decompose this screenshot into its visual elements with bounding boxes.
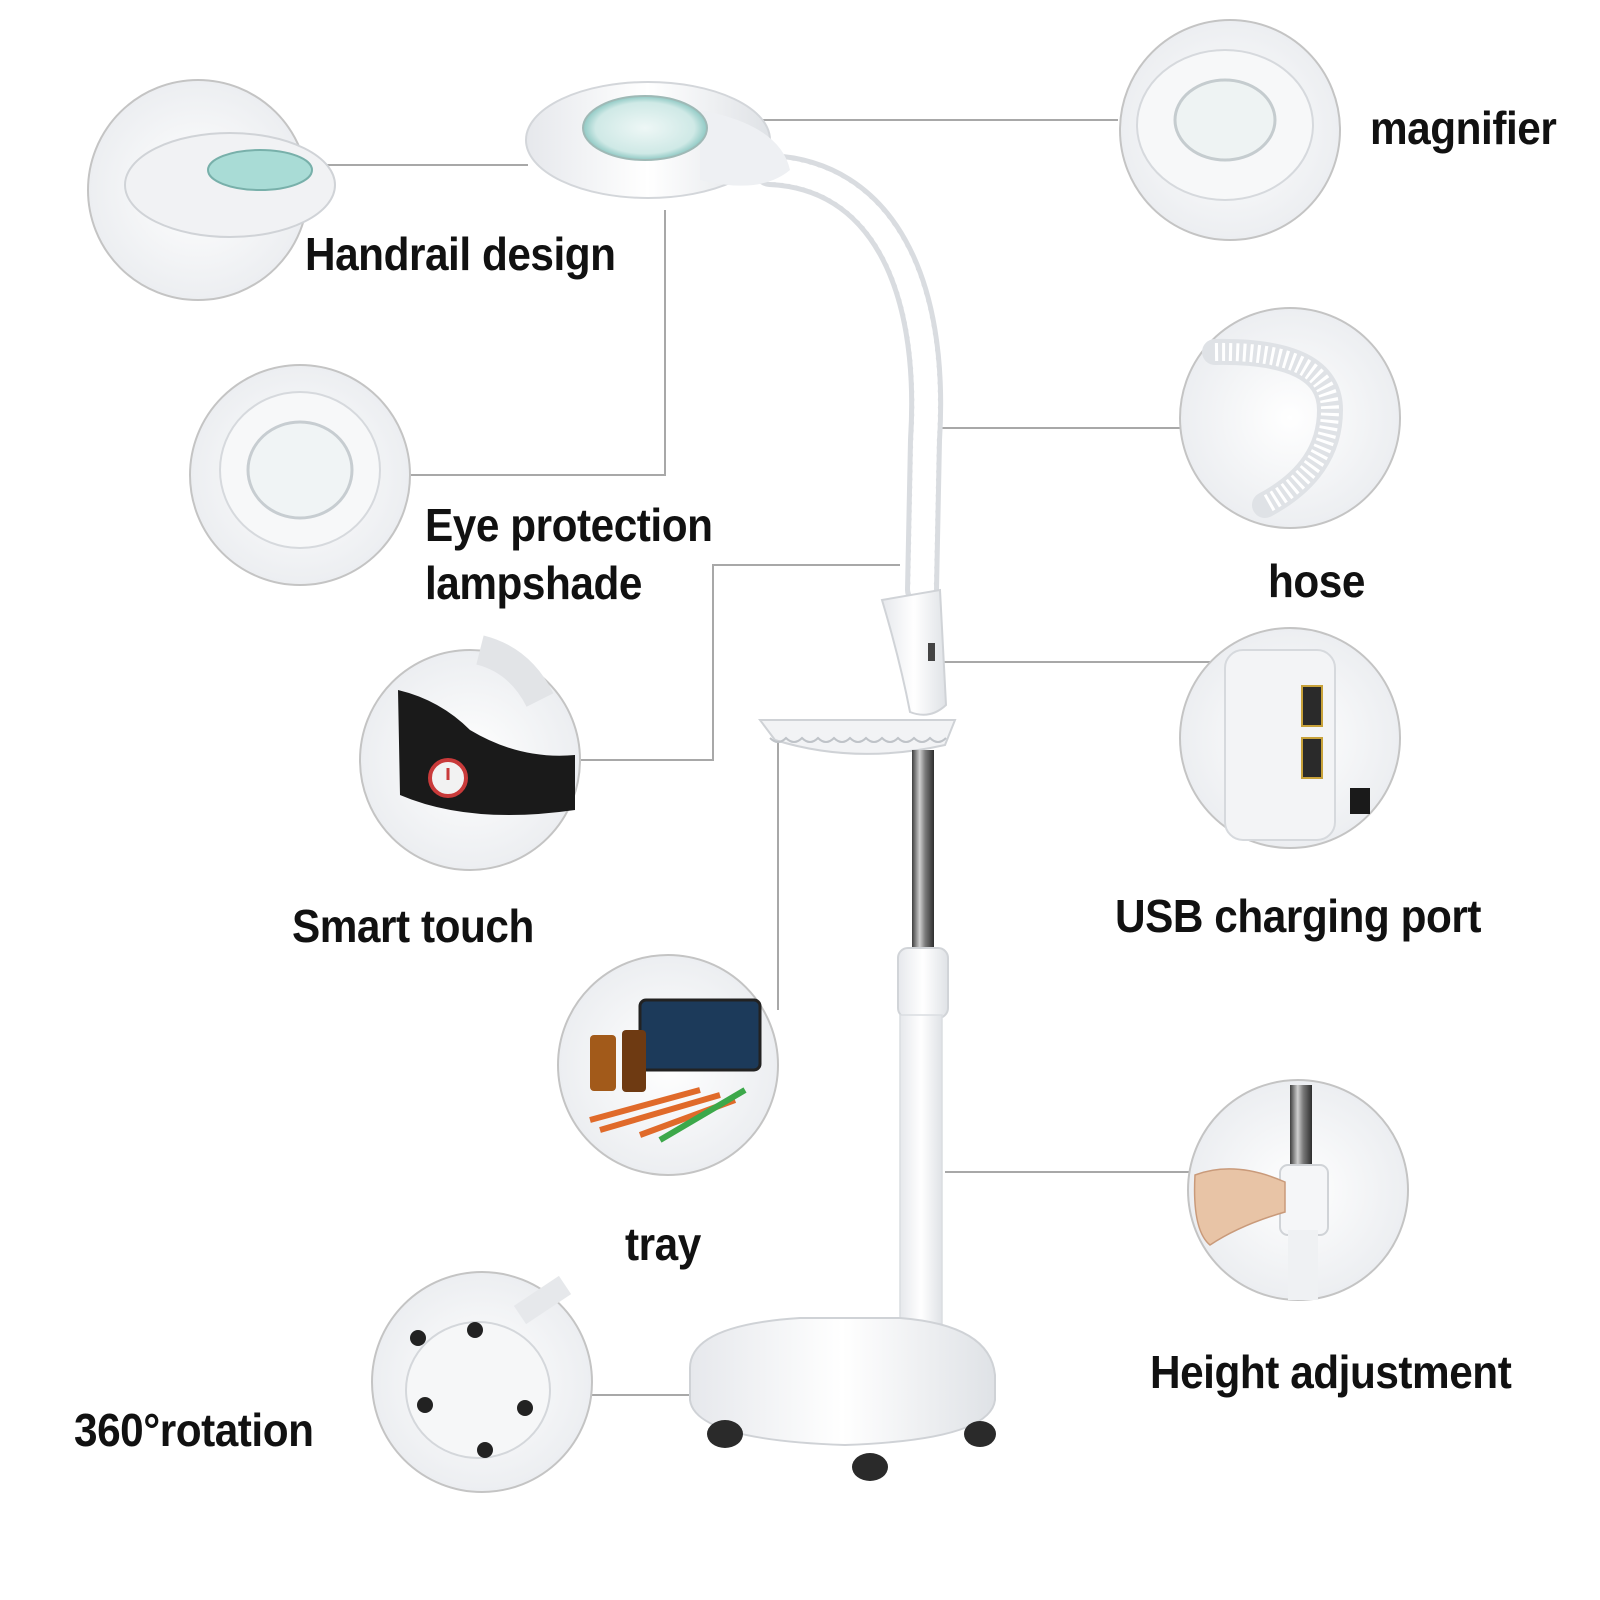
brushes-2 bbox=[658, 1087, 747, 1143]
wheel bbox=[410, 1330, 426, 1346]
leader-line-smart-touch bbox=[580, 564, 900, 761]
detail-circle-magnifier bbox=[1119, 19, 1341, 241]
wheel bbox=[852, 1453, 888, 1481]
label-eye-line-2: lampshade bbox=[425, 557, 642, 609]
power-jack bbox=[1350, 788, 1370, 814]
gooseneck-hose bbox=[753, 153, 944, 607]
label-tray: tray bbox=[625, 1218, 701, 1270]
usb-port bbox=[1301, 685, 1323, 727]
phone-on-tray bbox=[638, 998, 762, 1072]
height-clamp bbox=[897, 947, 949, 1019]
caster-wheels bbox=[707, 1420, 996, 1481]
lamp-base bbox=[689, 1317, 996, 1447]
detail-circle-360-rotation bbox=[371, 1271, 593, 1493]
label-smart-touch: Smart touch bbox=[292, 900, 534, 952]
tray bbox=[758, 719, 957, 755]
label-eye-protection-lampshade: Eye protection lampshade bbox=[425, 496, 713, 612]
leader-line-eye-protection bbox=[405, 210, 666, 476]
usb-port bbox=[1301, 737, 1323, 779]
detail-circle-tray bbox=[557, 954, 779, 1176]
chrome-pole bbox=[912, 750, 934, 950]
detail-circle-usb bbox=[1179, 627, 1401, 849]
detail-circle-height bbox=[1187, 1079, 1409, 1301]
hose-closeup-ridges bbox=[1214, 342, 1340, 513]
wheel bbox=[477, 1442, 493, 1458]
handrail-closeup-lens bbox=[207, 149, 313, 191]
wheel bbox=[517, 1400, 533, 1416]
label-handrail-design: Handrail design bbox=[305, 228, 616, 280]
lower-pole bbox=[899, 1014, 943, 1346]
underside-wheels bbox=[410, 1322, 533, 1458]
floor-lamp bbox=[525, 81, 996, 1481]
bottle-1 bbox=[590, 1035, 616, 1091]
gooseneck-hose-highlight bbox=[758, 158, 939, 602]
height-closeup-chrome bbox=[1290, 1085, 1312, 1175]
hose-closeup bbox=[475, 635, 554, 708]
bottle-2 bbox=[622, 1030, 646, 1092]
label-height-adjustment: Height adjustment bbox=[1150, 1346, 1512, 1398]
leader-lines bbox=[300, 119, 1210, 1396]
label-hose: hose bbox=[1268, 555, 1365, 607]
wheel bbox=[964, 1421, 996, 1447]
detail-circle-eye-protection bbox=[189, 364, 411, 586]
base-underside bbox=[405, 1321, 551, 1459]
pole-stub bbox=[513, 1275, 572, 1325]
label-360-rotation: 360°rotation bbox=[74, 1404, 314, 1456]
height-closeup-clamp bbox=[1279, 1164, 1329, 1236]
lampshade-closeup-lens bbox=[246, 420, 354, 520]
wheel bbox=[417, 1397, 433, 1413]
label-magnifier: magnifier bbox=[1370, 102, 1557, 154]
magnifier-lens bbox=[582, 95, 708, 161]
label-eye-line-1: Eye protection bbox=[425, 499, 713, 551]
wheel bbox=[707, 1420, 743, 1448]
detail-circle-smart-touch bbox=[359, 635, 581, 871]
detail-circle-handrail bbox=[87, 79, 336, 301]
lamp-head-tail bbox=[700, 110, 790, 186]
tray-scalloped-edge bbox=[769, 736, 947, 743]
usb-port-mini bbox=[928, 643, 935, 661]
label-usb-charging-port: USB charging port bbox=[1115, 890, 1482, 942]
height-closeup-pole bbox=[1288, 1230, 1318, 1300]
hand bbox=[1193, 1168, 1286, 1246]
usb-collar bbox=[880, 588, 948, 716]
magnifier-closeup-lens bbox=[1173, 78, 1277, 162]
detail-circle-hose bbox=[1179, 307, 1401, 529]
wheel bbox=[467, 1322, 483, 1338]
